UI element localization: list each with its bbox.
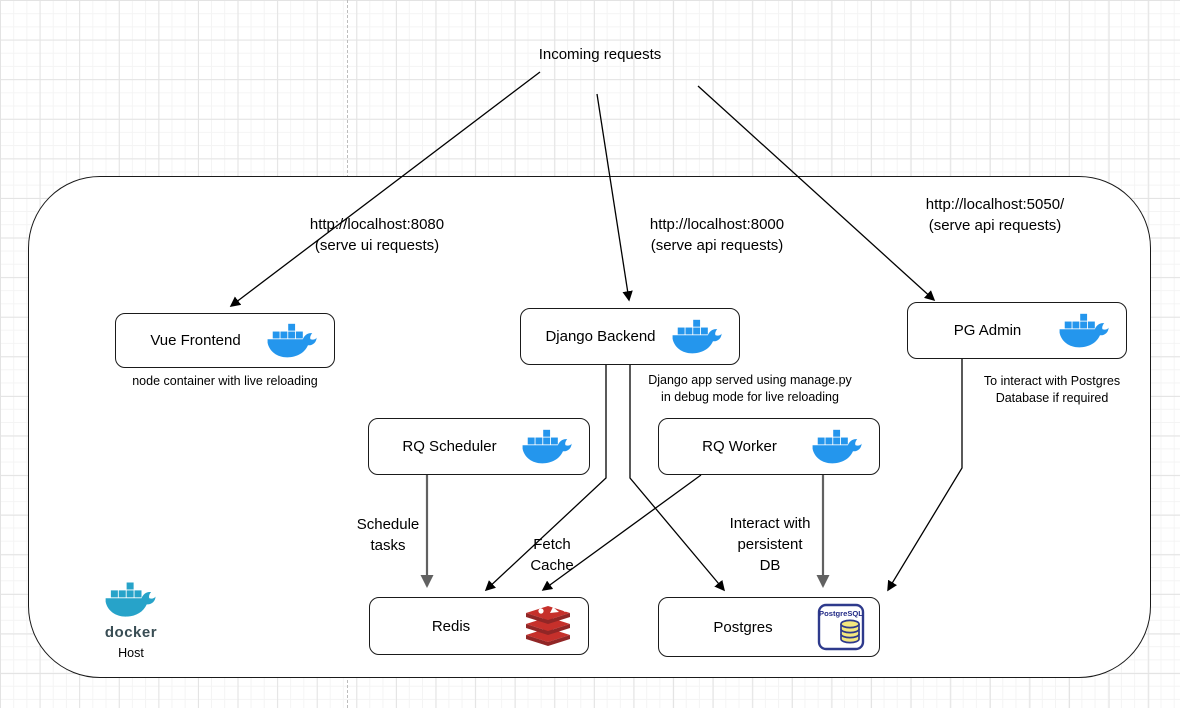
docker-whale-icon: [670, 318, 725, 356]
docker-whale-icon: [265, 322, 320, 360]
label-url-ui: http://localhost:8080 (serve ui requests…: [309, 216, 445, 254]
node-pgadmin-caption: To interact with Postgres Database if re…: [983, 374, 1121, 405]
label-schedule-tasks: Schedule tasks: [356, 516, 420, 554]
node-label: Django Backend: [545, 328, 656, 345]
docker-whale-icon: [1057, 312, 1112, 350]
label-fetch-cache: Fetch Cache: [530, 536, 574, 574]
node-label: RQ Scheduler: [402, 438, 497, 455]
node-rq-scheduler: RQ Scheduler: [368, 418, 590, 475]
node-vue-frontend: Vue Frontend: [115, 313, 335, 368]
node-pg-admin: PG Admin: [907, 302, 1127, 359]
node-django-backend: Django Backend: [520, 308, 740, 365]
docker-logo-whale-icon: [103, 607, 159, 624]
svg-text:PostgreSQL: PostgreSQL: [819, 609, 863, 618]
node-redis: Redis: [369, 597, 589, 655]
label-url-api: http://localhost:8000 (serve api request…: [649, 216, 785, 254]
node-django-caption: Django app served using manage.py in deb…: [648, 373, 852, 404]
node-label: Vue Frontend: [150, 332, 241, 349]
node-vue-caption: node container with live reloading: [132, 374, 318, 388]
docker-whale-icon: [810, 428, 865, 466]
node-label: Redis: [431, 617, 471, 635]
node-postgres: Postgres PostgreSQL: [658, 597, 880, 657]
postgresql-icon: PostgreSQL: [817, 603, 865, 651]
node-label: RQ Worker: [702, 438, 777, 455]
node-label: PG Admin: [953, 322, 1022, 339]
diagram-title: Incoming requests: [538, 46, 662, 63]
label-interact-db: Interact with persistent DB: [729, 515, 811, 574]
docker-host-logo: docker Host: [96, 580, 166, 660]
node-rq-worker: RQ Worker: [658, 418, 880, 475]
docker-whale-icon: [520, 428, 575, 466]
node-label: Postgres: [713, 618, 773, 636]
redis-icon: [522, 604, 574, 648]
host-label: Host: [118, 646, 144, 660]
label-url-pgadmin: http://localhost:5050/ (serve api reques…: [925, 196, 1065, 234]
docker-wordmark: docker: [104, 624, 158, 641]
